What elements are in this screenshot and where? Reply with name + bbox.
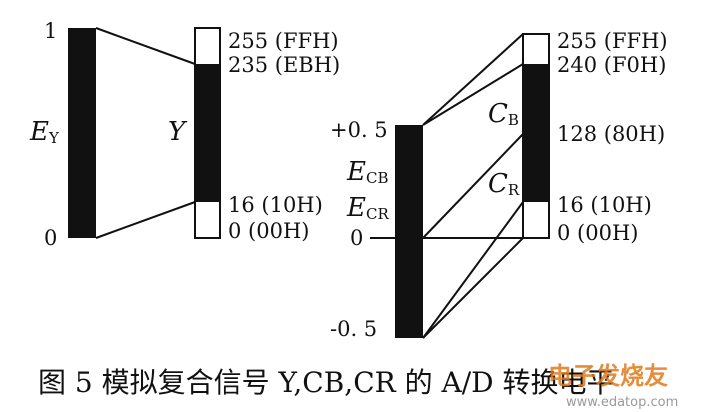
digital-chroma-black-range [523, 64, 549, 202]
mapping-line-a [422, 33, 524, 126]
c-level-16: 16 (10H) [557, 193, 652, 217]
mapping-line-c [422, 133, 524, 239]
right-top-value: +0. 5 [330, 118, 388, 142]
digital-cr-label: CR [488, 169, 520, 199]
y-level-0: 0 (00H) [228, 219, 309, 243]
right-bottom-value: -0. 5 [330, 317, 377, 341]
y-level-235: 235 (EBH) [228, 53, 340, 77]
analog-y-bar [68, 28, 96, 238]
mapping-line-e [422, 201, 524, 339]
luma-diagram: 1 0 EY Y 255 (FFH) 235 (EBH) 16 (10H) 0 … [29, 19, 340, 250]
digital-y-label: Y [168, 117, 188, 147]
chroma-diagram: +0. 5 0 -0. 5 ECB ECR CB CR 255 (FFH) 24… [330, 29, 668, 341]
mapping-line-top [95, 27, 196, 65]
y-level-255: 255 (FFH) [228, 29, 339, 53]
watermark: 电子发烧友 www.edatop.com [548, 362, 678, 410]
c-level-240: 240 (F0H) [557, 53, 666, 77]
mapping-line-f [422, 237, 524, 339]
watermark-url: www.edatop.com [566, 395, 678, 410]
left-bottom-value: 0 [44, 226, 57, 250]
mapping-line-bottom [95, 201, 196, 239]
right-mid-value: 0 [350, 226, 363, 250]
c-level-0: 0 (00H) [557, 221, 638, 245]
analog-chroma-bar [395, 125, 423, 338]
c-level-128: 128 (80H) [557, 122, 665, 146]
mapping-line-b [422, 63, 524, 126]
signal-ecb-label: ECB [346, 157, 388, 187]
watermark-logo-text: 电子发烧友 [548, 362, 668, 390]
figure-caption: 图 5 模拟复合信号 Y,CB,CR 的 A/D 转换电平 [38, 366, 615, 399]
c-level-255: 255 (FFH) [557, 29, 668, 53]
digital-cb-label: CB [488, 99, 519, 129]
signal-ey-label: EY [29, 117, 60, 147]
left-top-value: 1 [44, 19, 57, 43]
y-level-16: 16 (10H) [228, 193, 323, 217]
digital-y-black-range [195, 64, 220, 202]
signal-ecr-label: ECR [346, 193, 389, 223]
